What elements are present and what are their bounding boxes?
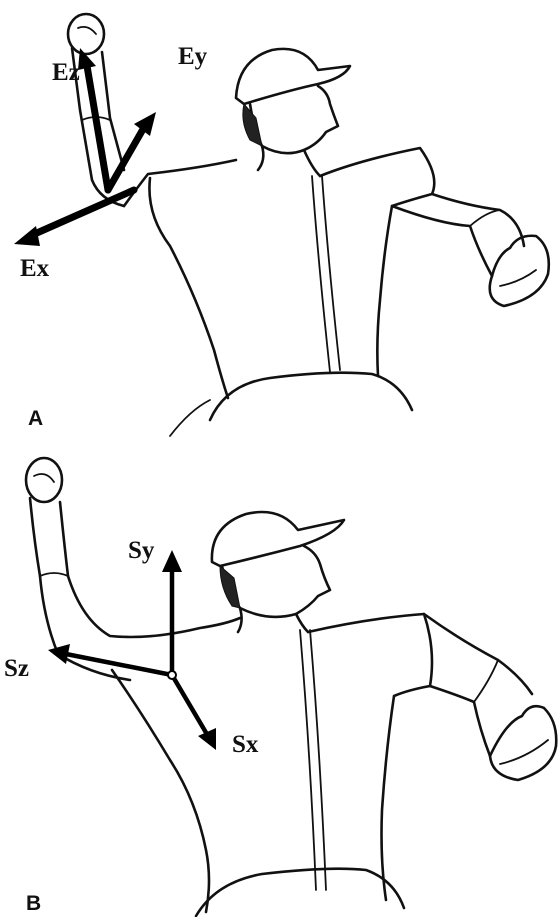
axis-label-sx: Sx bbox=[232, 732, 258, 757]
ball-b bbox=[26, 458, 62, 502]
coordinate-axes-b bbox=[48, 550, 216, 750]
sz-arrow bbox=[66, 654, 172, 675]
axis-label-sz: Sz bbox=[4, 656, 29, 681]
sy-arrowhead bbox=[162, 550, 182, 572]
panel-b: Sy Sz Sx B bbox=[0, 450, 558, 917]
pitcher-sketch-b bbox=[0, 450, 558, 917]
pitcher-sketch-a bbox=[0, 0, 558, 440]
coordinate-axes-a bbox=[14, 48, 156, 246]
panel-label-a: A bbox=[28, 408, 43, 429]
sz-arrowhead bbox=[48, 644, 70, 664]
axis-label-ey: Ey bbox=[178, 44, 207, 69]
panel-label-b: B bbox=[26, 893, 41, 914]
axes-origin bbox=[168, 671, 176, 679]
sx-arrow bbox=[172, 675, 208, 736]
axis-label-sy: Sy bbox=[128, 538, 154, 563]
axis-label-ez: Ez bbox=[52, 60, 80, 85]
axis-label-ex: Ex bbox=[20, 256, 49, 281]
ball-a bbox=[68, 14, 104, 54]
ex-arrow bbox=[30, 190, 134, 236]
ex-arrowhead bbox=[14, 226, 40, 246]
panel-a: Ez Ey Ex A bbox=[0, 0, 558, 440]
